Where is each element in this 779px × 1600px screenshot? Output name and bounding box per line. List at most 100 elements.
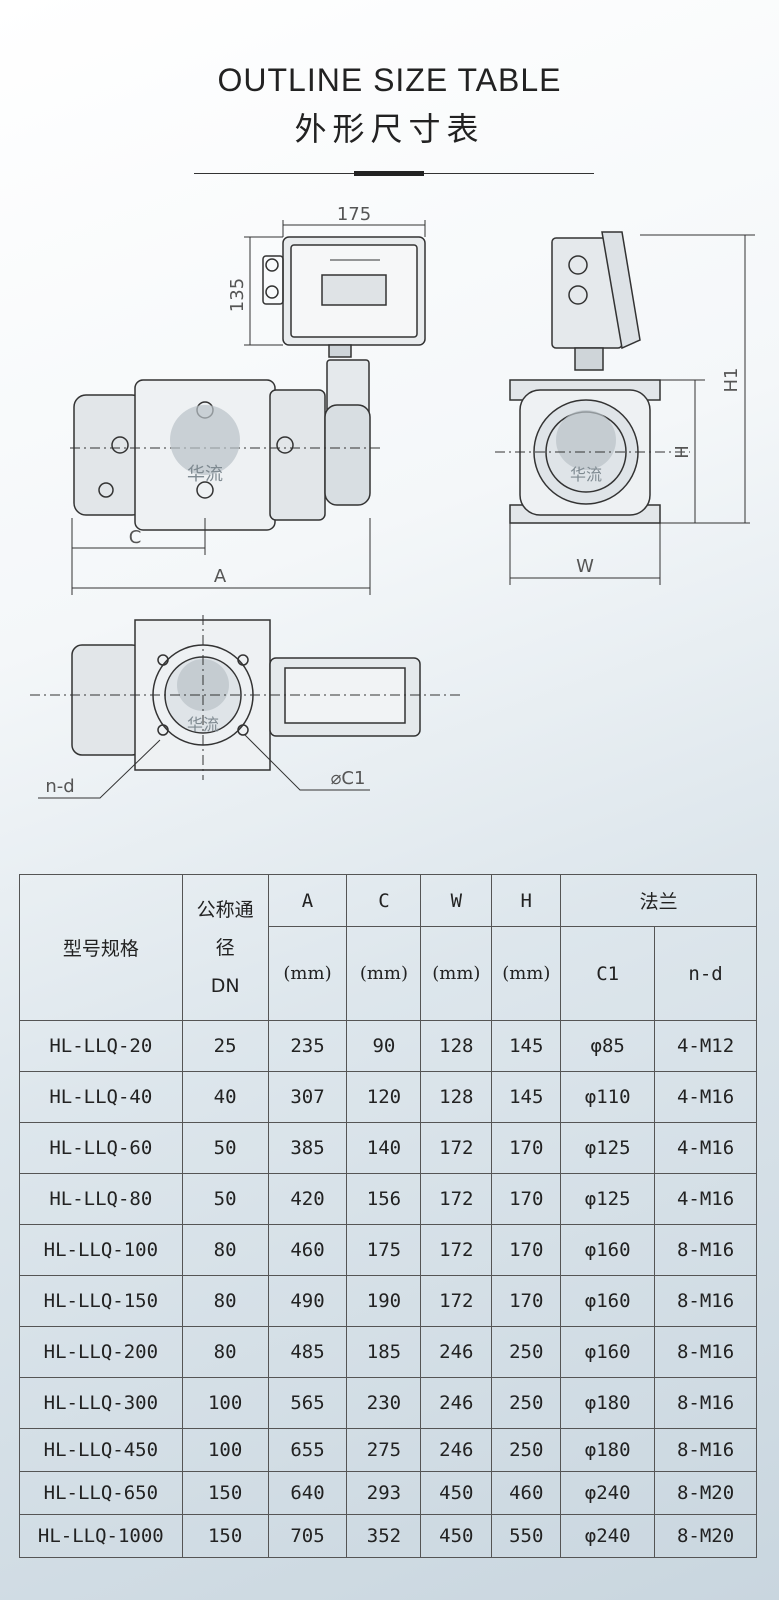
cell-c1: φ160	[560, 1224, 656, 1276]
cell-a: 705	[267, 1514, 348, 1558]
cell-c: 175	[346, 1224, 422, 1276]
cell-a: 235	[267, 1020, 348, 1072]
outline-size-table: 型号规格 公称通 径 DN A C W H 法兰 (mm) (mm) (mm) …	[19, 874, 757, 1558]
header-h: H	[491, 874, 562, 927]
cell-dn: 150	[181, 1471, 269, 1515]
cell-dn: 40	[181, 1071, 269, 1123]
cell-c: 120	[346, 1071, 422, 1123]
cell-model: HL-LLQ-650	[19, 1471, 183, 1515]
cell-dn: 25	[181, 1020, 269, 1072]
cell-model: HL-LLQ-150	[19, 1275, 183, 1327]
cell-c: 293	[346, 1471, 422, 1515]
cell-c: 90	[346, 1020, 422, 1072]
cell-c: 190	[346, 1275, 422, 1327]
cell-c1: φ160	[560, 1326, 656, 1378]
cell-h: 550	[491, 1514, 562, 1558]
header-dn-line2: 径	[215, 936, 235, 959]
cell-a: 460	[267, 1224, 348, 1276]
cell-h: 170	[491, 1275, 562, 1327]
cell-c1: φ180	[560, 1428, 656, 1472]
cell-c: 140	[346, 1122, 422, 1174]
cell-w: 246	[420, 1377, 493, 1429]
cell-nd: 4-M16	[654, 1122, 757, 1174]
header-w: W	[420, 874, 493, 927]
cell-h: 145	[491, 1020, 562, 1072]
cell-c1: φ125	[560, 1173, 656, 1225]
cell-model: HL-LLQ-100	[19, 1224, 183, 1276]
header-dn-line1: 公称通	[196, 898, 254, 921]
cell-a: 420	[267, 1173, 348, 1225]
unit-a: (mm)	[267, 926, 348, 1021]
cell-model: HL-LLQ-1000	[19, 1514, 183, 1558]
cell-w: 128	[420, 1020, 493, 1072]
cell-h: 460	[491, 1471, 562, 1515]
cell-model: HL-LLQ-40	[19, 1071, 183, 1123]
cell-w: 172	[420, 1224, 493, 1276]
dim-label-a: A	[214, 566, 227, 587]
page-title-en: OUTLINE SIZE TABLE	[217, 62, 562, 98]
unit-c: (mm)	[346, 926, 422, 1021]
cell-nd: 8-M16	[654, 1428, 757, 1472]
cell-nd: 8-M20	[654, 1471, 757, 1515]
cell-w: 450	[420, 1514, 493, 1558]
cell-c1: φ125	[560, 1122, 656, 1174]
cell-model: HL-LLQ-20	[19, 1020, 183, 1072]
cell-nd: 8-M16	[654, 1275, 757, 1327]
front-logo-text: 华流	[187, 464, 223, 485]
front-view: 华流 175 135 C A	[70, 204, 426, 595]
cell-c: 185	[346, 1326, 422, 1378]
cell-c: 156	[346, 1173, 422, 1225]
cell-dn: 80	[181, 1326, 269, 1378]
dim-label-h1: H1	[721, 368, 742, 393]
cell-nd: 8-M16	[654, 1377, 757, 1429]
cell-nd: 8-M16	[654, 1224, 757, 1276]
cell-a: 485	[267, 1326, 348, 1378]
unit-w: (mm)	[420, 926, 493, 1021]
cell-c1: φ110	[560, 1071, 656, 1123]
top-view: 华流 n-d ⌀C1	[30, 615, 460, 799]
cell-nd: 8-M20	[654, 1514, 757, 1558]
cell-h: 250	[491, 1428, 562, 1472]
cell-nd: 8-M16	[654, 1326, 757, 1378]
dim-label-175: 175	[337, 204, 371, 225]
cell-c1: φ240	[560, 1514, 656, 1558]
header-dn-line3: DN	[210, 974, 240, 997]
cell-c: 352	[346, 1514, 422, 1558]
cell-a: 490	[267, 1275, 348, 1327]
cell-c1: φ180	[560, 1377, 656, 1429]
outline-drawing: 华流 175 135 C A 华流 W	[30, 204, 755, 799]
cell-dn: 80	[181, 1224, 269, 1276]
table-body: 型号规格 公称通 径 DN A C W H 法兰 (mm) (mm) (mm) …	[19, 874, 757, 1558]
dim-label-c1: ⌀C1	[331, 768, 366, 789]
cell-dn: 50	[181, 1122, 269, 1174]
cell-h: 250	[491, 1326, 562, 1378]
dim-label-h: H	[672, 445, 693, 459]
header-nd: n-d	[654, 926, 757, 1021]
cell-model: HL-LLQ-80	[19, 1173, 183, 1225]
cell-c1: φ240	[560, 1471, 656, 1515]
dim-label-c: C	[129, 527, 142, 548]
cell-dn: 100	[181, 1428, 269, 1472]
cell-h: 250	[491, 1377, 562, 1429]
title-divider-accent	[354, 171, 424, 176]
cell-h: 170	[491, 1122, 562, 1174]
side-view: 华流 W H H1	[495, 231, 755, 585]
cell-w: 172	[420, 1122, 493, 1174]
cell-h: 145	[491, 1071, 562, 1123]
cell-a: 385	[267, 1122, 348, 1174]
cell-dn: 150	[181, 1514, 269, 1558]
dim-label-nd: n-d	[45, 776, 74, 797]
header-c1: C1	[560, 926, 656, 1021]
cell-model: HL-LLQ-60	[19, 1122, 183, 1174]
header-c: C	[346, 874, 422, 927]
table-header-row: 型号规格 公称通 径 DN A C W H 法兰	[19, 874, 757, 1021]
cell-nd: 4-M16	[654, 1071, 757, 1123]
